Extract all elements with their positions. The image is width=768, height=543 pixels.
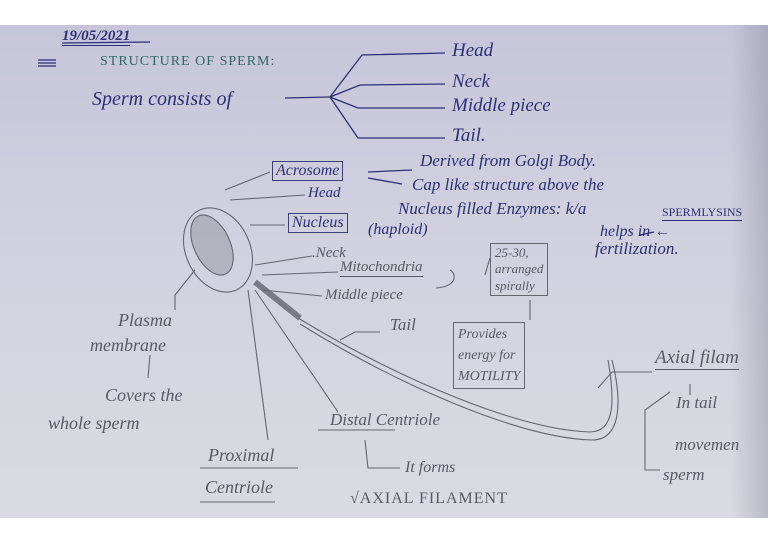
label-neck: .Neck (312, 245, 346, 261)
page-edge-shadow (730, 25, 768, 518)
branch-tail (329, 96, 445, 139)
nucleus-box: Nucleus (288, 213, 348, 233)
spermlysins: SPERMLYSINS (662, 205, 743, 221)
part-middle-piece: Middle piece (452, 95, 551, 116)
label-axial-filament: Axial filam (655, 347, 739, 370)
part-tail: Tail. (452, 125, 486, 146)
axial-filament-note: √AXIAL FILAMENT (350, 490, 508, 507)
energy-box-line: Provides (458, 327, 508, 342)
notebook-photo: 19/05/2021 STRUCTURE OF SPERM: Sperm con… (0, 25, 768, 518)
label-membrane: membrane (90, 335, 166, 355)
part-neck: Neck (452, 71, 490, 92)
mitochondria-box: 25-30, arranged spirally (490, 243, 549, 296)
label-middle-piece: Middle piece (325, 287, 403, 303)
tail-shape (297, 317, 613, 433)
energy-box-line: MOTILITY (458, 369, 521, 384)
acrosome-note-6: fertilization. (595, 239, 679, 258)
label-sperm: sperm (663, 465, 705, 484)
acrosome-note-1: Derived from Golgi Body. (420, 151, 596, 170)
branch-middle (329, 96, 445, 109)
middle-piece-shape (253, 279, 302, 321)
page-title: STRUCTURE OF SPERM: (100, 54, 276, 69)
nucleus-shape (190, 214, 234, 276)
acrosome-note-3: Nucleus filled Enzymes: k/a (398, 199, 587, 218)
label-in-tail: In tail (676, 393, 718, 412)
membrane-note-2: whole sperm (48, 413, 140, 433)
mito-box-line: arranged (495, 261, 544, 277)
label-plasma: Plasma (118, 310, 172, 330)
distal-note: It forms (405, 459, 456, 476)
acrosome-note-2: Cap like structure above the (412, 175, 604, 194)
label-mitochondria: Mitochondria (340, 259, 423, 277)
label-tail: Tail (390, 315, 416, 334)
mito-box-line: 25-30, (495, 245, 529, 260)
membrane-note-1: Covers the (105, 385, 183, 405)
energy-box-line: energy for (458, 348, 516, 363)
label-movement: movemen (675, 435, 740, 454)
label-centriole: Centriole (205, 477, 273, 497)
label-proximal: Proximal (208, 445, 275, 465)
part-head: Head (452, 40, 494, 61)
sperm-head (182, 207, 254, 293)
label-head: Head (308, 185, 341, 201)
intro-text: Sperm consists of (92, 88, 232, 110)
diagram-lines (38, 41, 691, 503)
branch-neck (329, 83, 446, 98)
acrosome-box: Acrosome (272, 161, 344, 181)
acrosome-note-5: helps in ← (600, 223, 671, 240)
date: 19/05/2021 (62, 28, 131, 46)
mito-box-line: spirally (495, 277, 535, 293)
label-distal-centriole: Distal Centriole (330, 410, 441, 429)
energy-box: Provides energy for MOTILITY (453, 322, 526, 389)
nucleus-note: (haploid) (368, 221, 428, 238)
branch-head (329, 52, 446, 98)
